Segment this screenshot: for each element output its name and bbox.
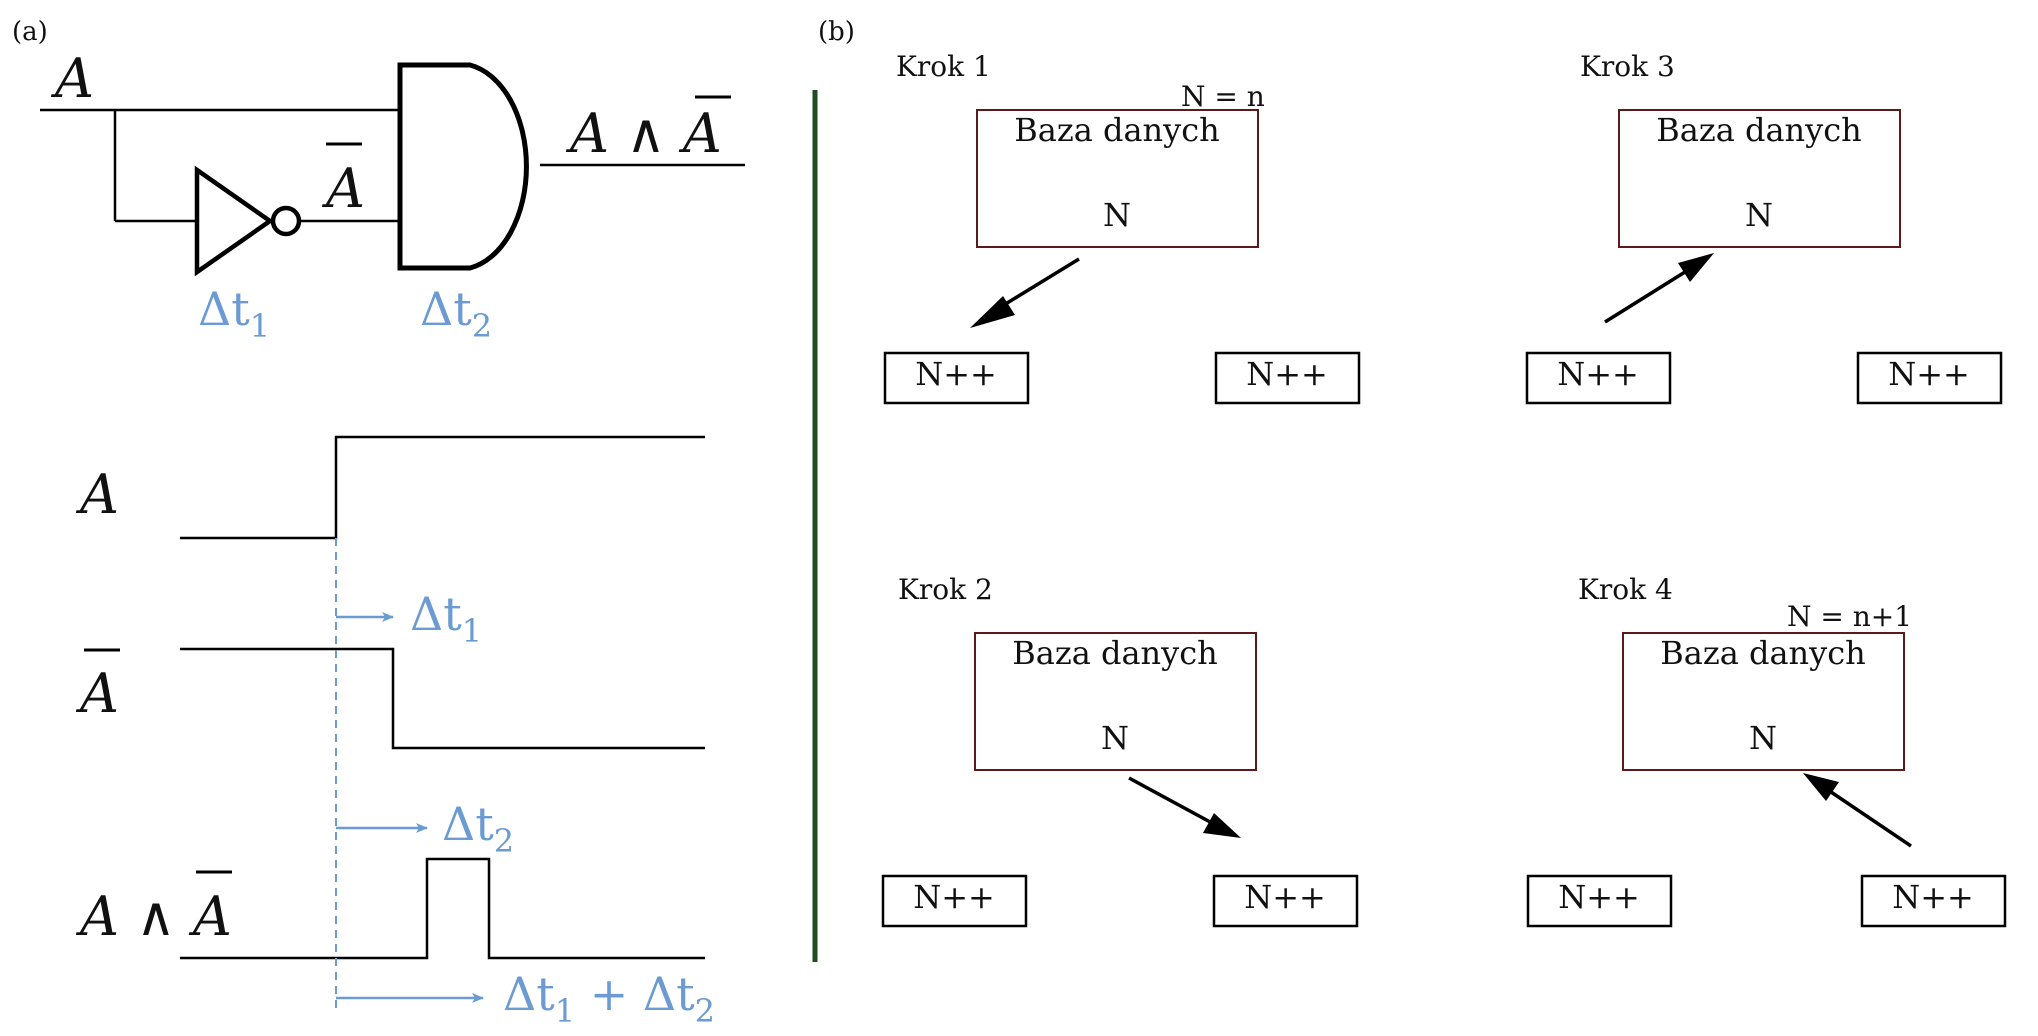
- client-box-right: [1212, 874, 1359, 928]
- step-1: Krok 1 N = n Baza danych N N++ N++: [883, 50, 1361, 405]
- db-label: Baza danych: [1660, 634, 1865, 672]
- database-box: [1622, 632, 1905, 771]
- step-title: Krok 1: [896, 50, 991, 83]
- client-label-left: N++: [1558, 878, 1640, 916]
- client-box-right: [1856, 351, 2003, 405]
- db-note: N = n: [1181, 80, 1265, 113]
- client-label-right: N++: [1244, 878, 1326, 916]
- panel-a-label: (a): [12, 17, 48, 47]
- database-box: [974, 632, 1257, 771]
- client-box-left: [1526, 874, 1673, 928]
- not-a-label: A: [321, 142, 365, 220]
- timing-row-not-a: A: [75, 648, 120, 725]
- client-label-right: N++: [1892, 878, 1974, 916]
- step-3: Krok 3 Baza danych N N++ N++: [1525, 50, 2003, 405]
- db-label: Baza danych: [1014, 111, 1219, 149]
- step-title: Krok 2: [898, 573, 993, 606]
- client-label-right: N++: [1888, 355, 1970, 393]
- svg-text:A: A: [321, 157, 365, 220]
- client-box-left: [883, 351, 1030, 405]
- data-flow-arrow: [1128, 776, 1241, 838]
- step-title: Krok 3: [1580, 50, 1675, 83]
- waveforms: [180, 435, 705, 960]
- input-a-label: A: [50, 47, 94, 110]
- waveform-output: [180, 857, 705, 960]
- client-box-left: [881, 874, 1028, 928]
- delay-t2-label: Δt2: [420, 282, 492, 345]
- output-label: A ∧ A: [565, 95, 731, 165]
- step-title: Krok 4: [1578, 573, 1673, 606]
- client-box-left: [1525, 351, 1672, 405]
- data-flow-arrow: [970, 257, 1080, 328]
- db-value: N: [1101, 719, 1129, 757]
- not-gate-icon: [194, 165, 302, 277]
- client-label-left: N++: [915, 355, 997, 393]
- svg-text:A ∧ A: A ∧ A: [565, 102, 722, 165]
- step-4: Krok 4 N = n+1 Baza danych N N++ N++: [1526, 573, 2007, 928]
- client-label-right: N++: [1246, 355, 1328, 393]
- db-value: N: [1745, 196, 1773, 234]
- svg-text:A ∧ A: A ∧ A: [75, 885, 232, 948]
- delay-t1-label: Δt1: [198, 282, 270, 345]
- client-box-right: [1214, 351, 1361, 405]
- waveform-not-a: [180, 647, 705, 750]
- arrow-t1-plus-t2-label: Δt1 + Δt2: [503, 967, 715, 1030]
- arrow-t2-label: Δt2: [442, 797, 514, 860]
- db-value: N: [1103, 196, 1131, 234]
- timing-row-output: A ∧ A: [75, 870, 232, 948]
- step-2: Krok 2 Baza danych N N++ N++: [881, 573, 1359, 928]
- data-flow-arrow: [1604, 253, 1714, 324]
- db-label: Baza danych: [1656, 111, 1861, 149]
- timing-row-a: A: [75, 463, 119, 526]
- client-label-left: N++: [1557, 355, 1639, 393]
- svg-text:A: A: [75, 662, 119, 725]
- data-flow-arrow: [1803, 773, 1912, 848]
- waveform-a: [180, 435, 705, 540]
- client-label-left: N++: [913, 878, 995, 916]
- delay-arrows: [336, 612, 484, 1003]
- db-value: N: [1749, 719, 1777, 757]
- database-box: [976, 109, 1259, 248]
- db-note: N = n+1: [1787, 600, 1912, 633]
- panel-b-label: (b): [818, 17, 855, 47]
- arrow-t1-label: Δt1: [410, 587, 482, 650]
- and-gate-icon: [397, 62, 529, 271]
- database-box: [1618, 109, 1901, 248]
- circuit: [40, 108, 745, 223]
- client-box-right: [1860, 874, 2007, 928]
- db-label: Baza danych: [1012, 634, 1217, 672]
